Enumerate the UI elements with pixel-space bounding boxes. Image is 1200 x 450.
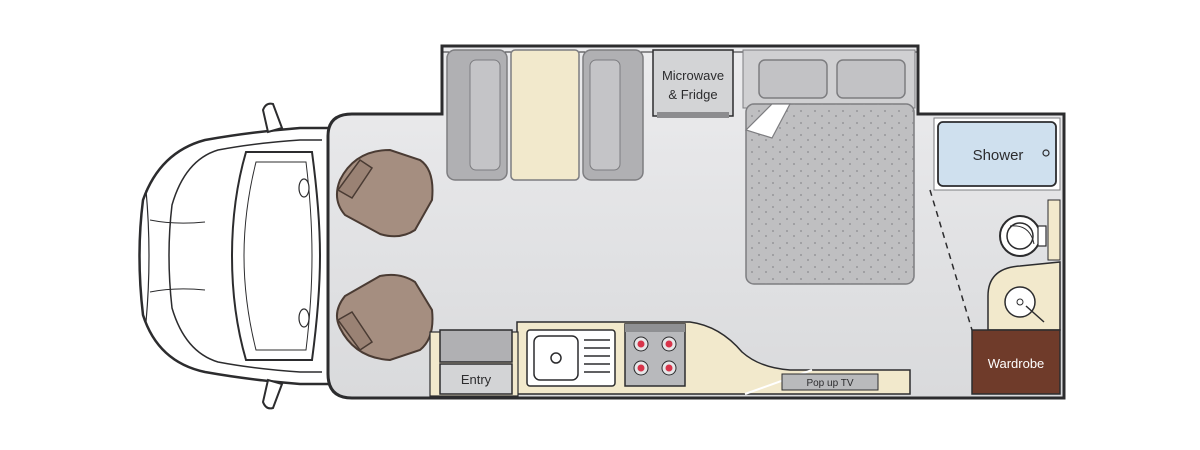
popup-tv-label: Pop up TV	[806, 378, 853, 389]
cooktop-icon	[624, 323, 686, 387]
wardrobe-label: Wardrobe	[988, 356, 1045, 371]
pillow-right	[836, 59, 906, 99]
entry-label: Entry	[461, 372, 492, 387]
wardrobe: Wardrobe	[971, 329, 1061, 395]
entry-step	[439, 363, 513, 395]
bed	[742, 49, 916, 285]
popup-tv: Pop up TV	[781, 373, 879, 391]
shower-drain-icon	[1042, 149, 1050, 157]
microwave-fridge-label-line2: & Fridge	[668, 87, 717, 102]
sink-icon	[526, 329, 616, 387]
shower: Shower	[937, 121, 1057, 187]
vehicle-cab-icon	[138, 102, 332, 410]
entry-cabinet	[439, 329, 513, 363]
basin-icon	[987, 261, 1061, 331]
dinette	[446, 49, 644, 181]
toilet-icon	[999, 199, 1061, 261]
microwave-fridge-unit: Microwave & Fridge	[652, 49, 734, 118]
swivel-chair-top	[335, 148, 434, 238]
entry-area: Entry	[429, 329, 519, 397]
dinette-table	[510, 49, 580, 181]
shower-label: Shower	[973, 147, 1024, 164]
pillow-left	[758, 59, 828, 99]
microwave-fridge-label-line1: Microwave	[662, 68, 724, 83]
swivel-chair-bottom	[335, 273, 434, 362]
